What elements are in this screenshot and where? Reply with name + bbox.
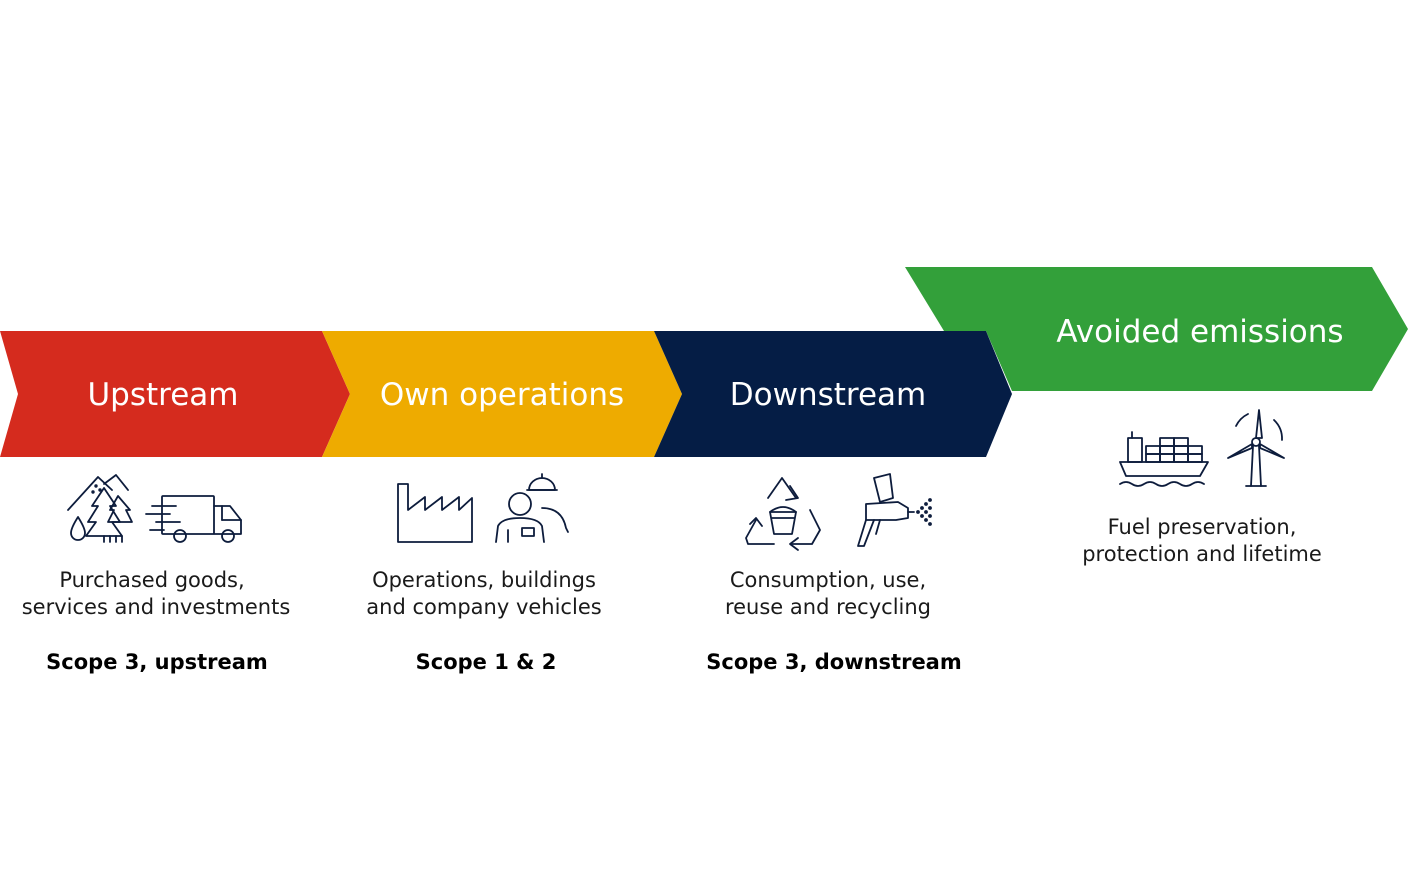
avoided-desc-line-1: Fuel preservation, xyxy=(1108,515,1297,539)
avoided-emissions-shape xyxy=(905,267,1408,391)
factory-icon xyxy=(397,483,473,543)
own-operations-scope: Scope 1 & 2 xyxy=(416,650,557,674)
own-operations-shape xyxy=(322,331,682,457)
spray-gun-icon xyxy=(857,473,932,547)
own-operations-chevron: Own operations xyxy=(322,331,682,457)
own-desc-line-1: Operations, buildings xyxy=(372,568,596,592)
own-operations-description: Operations, buildings and company vehicl… xyxy=(366,568,601,619)
wind-turbine-icon xyxy=(1227,409,1285,487)
upstream-shape xyxy=(0,331,350,457)
downstream-chevron: Downstream xyxy=(654,331,1012,457)
avoided-emissions-chevron: Avoided emissions xyxy=(905,267,1408,391)
upstream-scope: Scope 3, upstream xyxy=(46,650,268,674)
downstream-description: Consumption, use, reuse and recycling xyxy=(725,568,931,619)
downstream-desc-line-1: Consumption, use, xyxy=(730,568,926,592)
upstream-chevron: Upstream xyxy=(0,331,350,457)
upstream-desc-line-1: Purchased goods, xyxy=(59,568,244,592)
cargo-ship-icon xyxy=(1119,431,1209,487)
downstream-shape xyxy=(654,331,1012,457)
avoided-emissions-label: Avoided emissions xyxy=(1056,314,1343,350)
downstream-desc-line-2: reuse and recycling xyxy=(725,595,931,619)
upstream-desc-line-2: services and investments xyxy=(22,595,291,619)
own-desc-line-2: and company vehicles xyxy=(366,595,601,619)
own-operations-label: Own operations xyxy=(380,377,624,413)
delivery-truck-icon xyxy=(145,495,242,543)
avoided-emissions-description: Fuel preservation, protection and lifeti… xyxy=(1082,515,1322,566)
upstream-label: Upstream xyxy=(87,377,238,413)
upstream-description: Purchased goods, services and investment… xyxy=(22,568,291,619)
forest-icon xyxy=(67,474,133,543)
worker-icon xyxy=(495,473,569,543)
avoided-desc-line-2: protection and lifetime xyxy=(1082,542,1322,566)
downstream-scope: Scope 3, downstream xyxy=(706,650,962,674)
recycle-bucket-icon xyxy=(745,477,821,551)
downstream-label: Downstream xyxy=(730,377,926,413)
